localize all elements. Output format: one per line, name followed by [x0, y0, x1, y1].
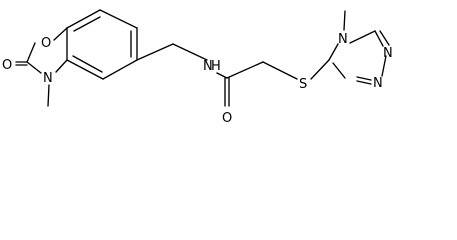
chain-bonds: [136, 43, 330, 80]
atom-o-carbonyl: O: [2, 58, 12, 73]
carbonyl-bond: [15, 61, 28, 66]
molecule-drawing: O O N N H O S N N N: [2, 9, 393, 126]
atom-n-amide: N: [203, 59, 213, 74]
atom-n-triazole-b: N: [373, 76, 383, 91]
oxazolone-ring-bonds: [26, 27, 68, 74]
structure-diagram: O O N N H O S N N N: [2, 9, 393, 126]
amide-carbonyl-bond: [224, 77, 230, 107]
atom-n-triazole-a: N: [383, 46, 393, 61]
n-methyl-bond: [47, 84, 50, 107]
triazole-n-methyl-bond: [343, 10, 346, 31]
atom-h-amide: H: [211, 59, 221, 74]
benzene-ring-bonds: [66, 9, 138, 80]
atom-o-ring: O: [41, 36, 51, 51]
atom-n-ring: N: [43, 71, 53, 86]
triazole-ring-bonds: [328, 30, 390, 85]
atom-n-triazole-methyl: N: [338, 32, 348, 47]
atom-o-amide: O: [222, 111, 232, 126]
atom-s-thioether: S: [299, 77, 307, 92]
